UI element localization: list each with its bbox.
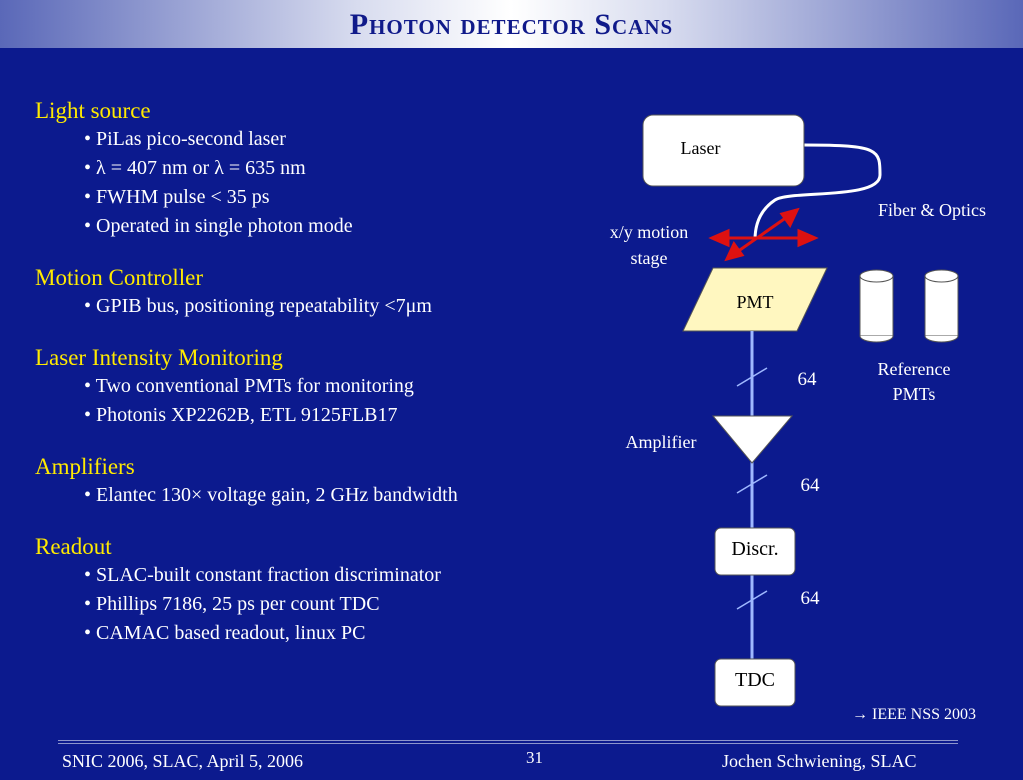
channel-slash (736, 367, 768, 387)
pmt-shape (682, 267, 828, 332)
content-list: Light source • PiLas pico-second laser •… (35, 96, 595, 670)
bullet-item: • Operated in single photon mode (84, 215, 353, 237)
section-heading: Light source (35, 98, 151, 123)
bullet-item: • Two conventional PMTs for monitoring (84, 375, 414, 397)
xy-motion-line1: x/y motion (609, 222, 689, 242)
reference-line2: PMTs (892, 384, 936, 404)
fiber-optics-label: Fiber & Optics (878, 200, 986, 220)
section-heading: Amplifiers (35, 454, 135, 479)
amplifier-triangle (711, 415, 794, 464)
section-light-source: Light source • PiLas pico-second laser •… (35, 96, 595, 241)
bullet-item: • FWHM pulse < 35 ps (84, 186, 270, 208)
section-heading: Readout (35, 534, 112, 559)
section-amplifiers: Amplifiers • Elantec 130× voltage gain, … (35, 452, 595, 510)
xy-motion-arrows (708, 207, 819, 262)
slide-title: Photon detector Scans (349, 8, 674, 41)
footer-divider (58, 743, 958, 744)
channel-slash (736, 474, 768, 494)
page-number: 31 (526, 748, 543, 767)
tdc-label: TDC (735, 669, 775, 691)
reference-pmt-cylinder (924, 269, 959, 343)
amplifier-label: Amplifier (625, 432, 697, 452)
section-laser-intensity: Laser Intensity Monitoring • Two convent… (35, 343, 595, 430)
reference-pmt-cylinder (859, 269, 894, 343)
bullet-item: • CAMAC based readout, linux PC (84, 622, 366, 644)
channel-slash (736, 590, 768, 610)
bullet-item: • SLAC-built constant fraction discrimin… (84, 564, 441, 586)
title-bar (0, 0, 1023, 48)
footer-right: Jochen Schwiening, SLAC (722, 751, 917, 771)
pmt-label: PMT (736, 292, 774, 312)
section-motion-controller: Motion Controller • GPIB bus, positionin… (35, 263, 595, 321)
bullet-item: • PiLas pico-second laser (84, 128, 286, 150)
xy-motion-line2: stage (630, 248, 668, 268)
footer-divider (58, 740, 958, 741)
laser-label: Laser (680, 138, 721, 158)
reference-citation: → IEEE NSS 2003 (852, 706, 976, 723)
xy-motion-label: x/y motion stage (590, 219, 708, 271)
bullet-item: • Elantec 130× voltage gain, 2 GHz bandw… (84, 484, 458, 506)
section-heading: Laser Intensity Monitoring (35, 345, 283, 370)
discr-label: Discr. (731, 538, 779, 560)
section-readout: Readout • SLAC-built constant fraction d… (35, 532, 595, 648)
reference-line1: Reference (877, 359, 951, 379)
bullet-item: • λ = 407 nm or λ = 635 nm (84, 157, 306, 179)
channel-count-label: 64 (797, 369, 817, 390)
bullet-item: • Phillips 7186, 25 ps per count TDC (84, 593, 380, 615)
tdc-box (714, 658, 796, 707)
bullet-item: • Photonis XP2262B, ETL 9125FLB17 (84, 404, 398, 426)
reference-pmts-label: Reference PMTs (858, 357, 970, 407)
footer-left: SNIC 2006, SLAC, April 5, 2006 (62, 751, 304, 771)
laser-box (642, 114, 805, 187)
bullet-item: • GPIB bus, positioning repeatability <7… (84, 295, 432, 317)
channel-count-label: 64 (800, 475, 820, 496)
fiber-path (753, 143, 882, 241)
discr-box (714, 527, 796, 576)
channel-count-label: 64 (800, 588, 820, 609)
section-heading: Motion Controller (35, 265, 204, 290)
